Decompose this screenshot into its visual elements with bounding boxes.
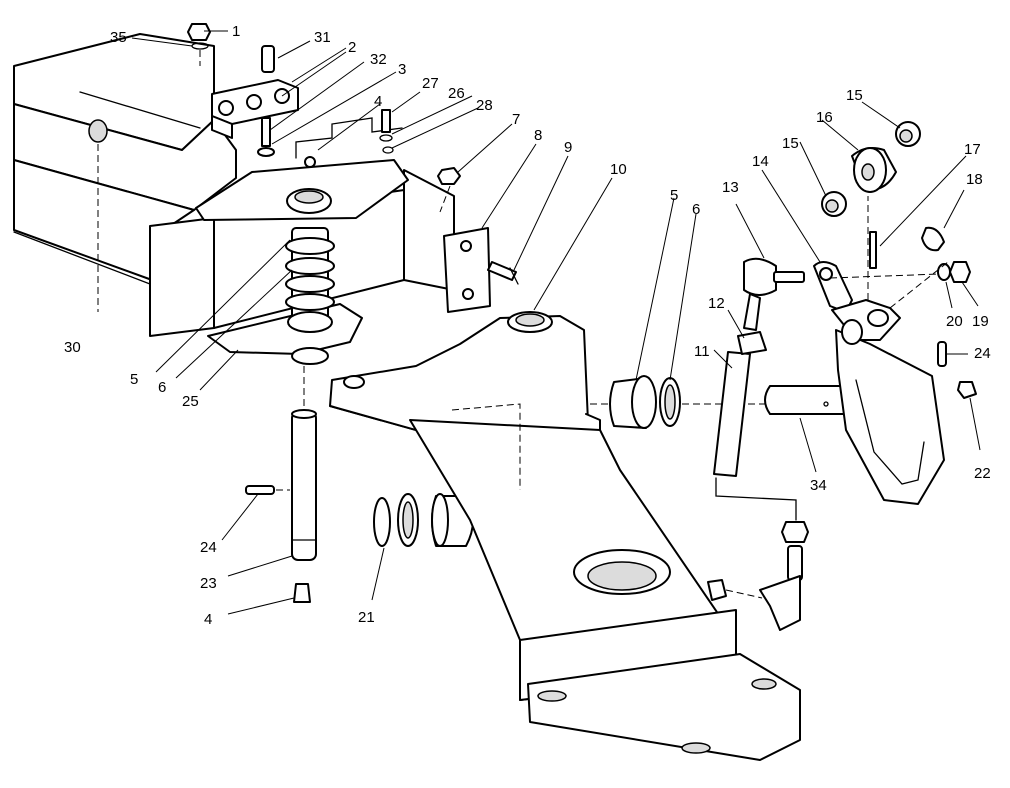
nut-icon: [187, 23, 211, 41]
callout-28: 28: [476, 97, 493, 114]
callout-14: 14: [752, 153, 769, 170]
clamp-hardware: [187, 23, 461, 213]
callout-18: 18: [966, 171, 983, 188]
tie-rod: [707, 257, 809, 631]
frame-hole-icon: [88, 119, 108, 143]
callout-4-bottom: 4: [204, 611, 212, 628]
callout-19: 19: [972, 313, 989, 330]
upper-bushings: [821, 121, 921, 217]
callout-5-left: 5: [130, 371, 138, 388]
callout-7: 7: [512, 111, 520, 128]
bushing-set: [373, 493, 474, 547]
callout-4-top: 4: [374, 93, 382, 110]
callout-34: 34: [810, 477, 827, 494]
callout-labels: 1 2 3 4 4 5 5 6 6 7 8 9 10 11 12 13 14 1…: [64, 23, 991, 628]
callout-22: 22: [974, 465, 991, 482]
callout-11: 11: [694, 343, 710, 360]
callout-24-right: 24: [974, 345, 991, 362]
callout-25: 25: [182, 393, 199, 410]
callout-12: 12: [708, 295, 725, 312]
callout-6-right: 6: [692, 201, 700, 218]
callout-13: 13: [722, 179, 739, 196]
callout-31: 31: [314, 29, 331, 46]
callout-2: 2: [348, 39, 356, 56]
callout-9: 9: [564, 139, 572, 156]
callout-17: 17: [964, 141, 981, 158]
kingpin-assembly: [245, 366, 317, 603]
callout-6-left: 6: [158, 379, 166, 396]
callout-32: 32: [370, 51, 387, 68]
callout-24-left: 24: [200, 539, 217, 556]
callout-16: 16: [816, 109, 833, 126]
spindle-bracket: [149, 117, 455, 365]
plate-and-bolt: [443, 227, 519, 313]
callout-3: 3: [398, 61, 406, 78]
leader-lines: [131, 30, 981, 615]
callout-30: 30: [64, 339, 81, 356]
steering-arm: [813, 196, 971, 505]
callout-21: 21: [358, 609, 375, 626]
callout-27: 27: [422, 75, 439, 92]
axle-casting: [329, 311, 801, 761]
callout-15-left: 15: [782, 135, 799, 152]
callout-15-top: 15: [846, 87, 863, 104]
callout-35: 35: [110, 29, 127, 46]
callout-20: 20: [946, 313, 963, 330]
callout-23: 23: [200, 575, 217, 592]
callout-10: 10: [610, 161, 627, 178]
callout-26: 26: [448, 85, 465, 102]
callout-5-right: 5: [670, 187, 678, 204]
callout-1: 1: [232, 23, 240, 40]
callout-8: 8: [534, 127, 542, 144]
